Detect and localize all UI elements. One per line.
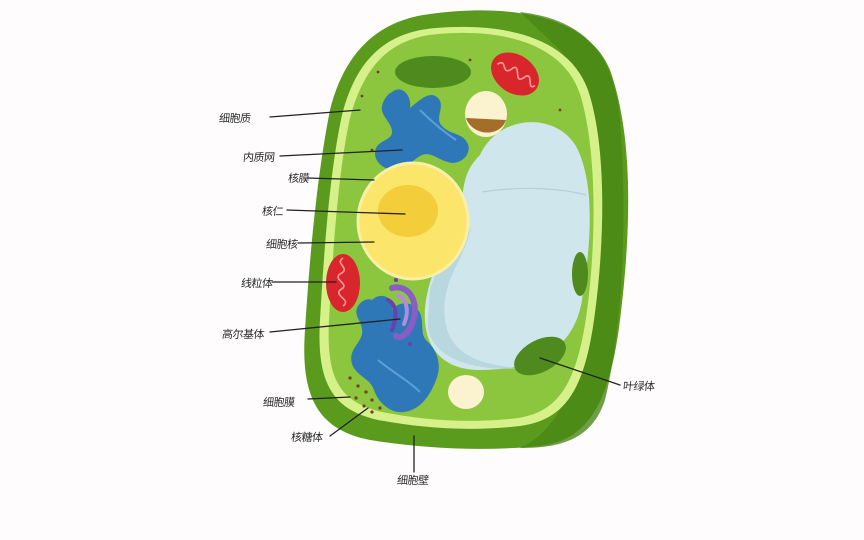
label-mitochondrion: 线粒体 — [240, 277, 274, 290]
label-golgi: 高尔基体 — [221, 328, 265, 341]
leader-lines — [269, 109, 621, 473]
vacuole-shape — [424, 122, 590, 371]
label-nucleus: 细胞核 — [265, 238, 299, 251]
mitochondrion-left — [326, 254, 360, 312]
chloroplast-bottom — [514, 336, 566, 376]
vesicle-bottom — [448, 375, 484, 409]
label-cytoplasm: 细胞质 — [218, 112, 252, 125]
vesicle-top — [465, 91, 507, 137]
label-er: 内质网 — [242, 151, 276, 164]
label-ribosome: 核糖体 — [290, 431, 324, 444]
nucleolus-shape — [378, 185, 438, 237]
label-chloroplast: 叶绿体 — [622, 380, 656, 393]
cell-wall-shade — [520, 12, 624, 448]
label-nucleolus: 核仁 — [261, 205, 284, 218]
chloroplast-right — [572, 252, 588, 296]
nucleus-shape — [356, 161, 470, 281]
label-cell-membrane: 细胞膜 — [262, 396, 296, 409]
mitochondrion-top — [491, 52, 539, 96]
er-bottom-shape — [351, 295, 439, 413]
label-cell-wall: 细胞壁 — [396, 474, 430, 487]
chloroplast-top — [395, 56, 471, 88]
label-nuclear-envelope: 核膜 — [287, 172, 310, 185]
golgi-shape — [386, 278, 418, 346]
